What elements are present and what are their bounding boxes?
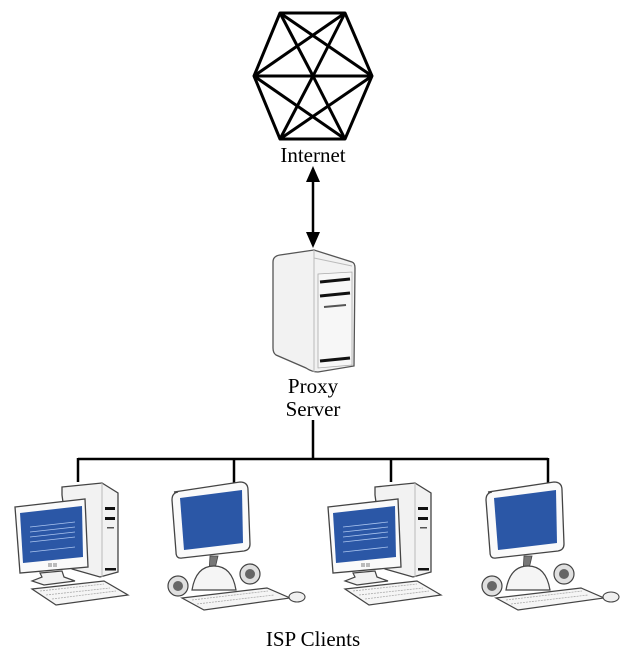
proxy-label-line1: Proxy [287, 374, 339, 398]
clients-label: ISP Clients [265, 627, 361, 651]
mesh-link [278, 75, 315, 140]
mesh-link [278, 12, 315, 77]
client-imac-2[interactable] [481, 481, 620, 611]
mesh-link [279, 11, 373, 78]
mesh-link [253, 74, 346, 141]
client-imac-1[interactable] [167, 481, 306, 611]
internet-mesh-icon[interactable] [252, 11, 374, 141]
mesh-link [311, 12, 347, 77]
mesh-link [279, 74, 373, 141]
proxy-label-line2: Server [285, 397, 341, 421]
client-desktop-2[interactable] [327, 482, 442, 606]
arrow-down-icon [306, 232, 320, 248]
bidirectional-arrow [306, 166, 320, 248]
client-desktop-1[interactable] [14, 482, 129, 606]
arrow-up-icon [306, 166, 320, 182]
mesh-link [311, 75, 347, 140]
mesh-link [253, 11, 346, 78]
server-tower-icon[interactable] [272, 249, 356, 373]
client-bus [76, 420, 550, 486]
internet-label: Internet [280, 143, 346, 167]
